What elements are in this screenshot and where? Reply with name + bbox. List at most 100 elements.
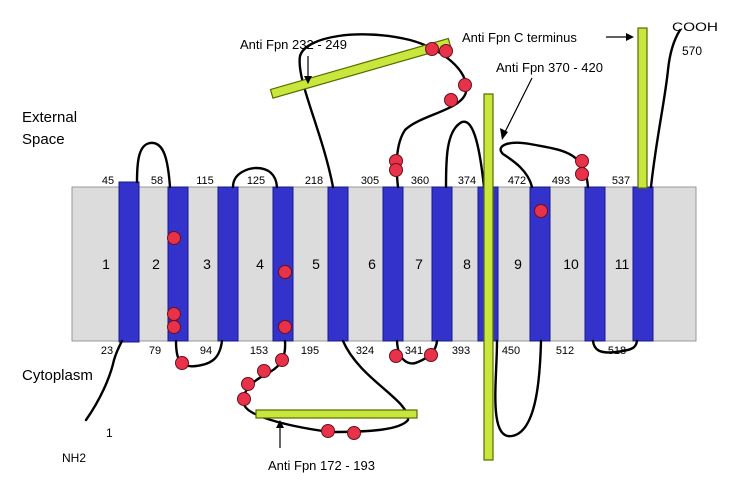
site-marker (275, 353, 289, 367)
site-marker (167, 320, 181, 334)
residue-number: 125 (247, 175, 265, 187)
segment-number: 6 (368, 256, 376, 272)
segment-number: 3 (203, 256, 211, 272)
site-marker (321, 424, 335, 438)
helix-1 (118, 181, 140, 343)
c-terminus-residue-label: 570 (682, 44, 702, 58)
residue-number: 374 (458, 175, 476, 187)
site-marker (575, 154, 589, 168)
loop-10-11-cytoplasmic (591, 339, 639, 354)
site-marker (241, 377, 255, 391)
external-space-label-line2: Space (22, 131, 65, 148)
residue-number: 195 (301, 345, 319, 357)
segment-number: 2 (152, 256, 160, 272)
residue-number: 324 (356, 345, 374, 357)
annotation-arrows (276, 33, 634, 448)
segment-number: 7 (415, 256, 423, 272)
site-marker (347, 426, 361, 440)
helix-7 (431, 186, 453, 342)
site-marker (575, 167, 589, 181)
residue-numbers-cytoplasmic: 23 79 94 153 195 324 341 393 450 512 518 (101, 345, 626, 357)
antibody-label-370-420: Anti Fpn 370 - 420 (496, 60, 603, 75)
arrowhead-370-420 (500, 128, 508, 140)
loop-8-9-cytoplasmic-long (494, 339, 543, 438)
antibody-label-232-249: Anti Fpn 232 - 249 (240, 37, 347, 52)
antibody-label-c-terminus: Anti Fpn C terminus (462, 30, 577, 45)
site-marker (389, 349, 403, 363)
helix-5 (327, 186, 349, 342)
loop-2-3-cytoplasmic (174, 339, 224, 368)
site-marker (175, 356, 189, 370)
site-marker (444, 93, 458, 107)
site-marker (167, 231, 181, 245)
segment-number: 9 (514, 256, 522, 272)
residue-number: 537 (612, 175, 630, 187)
residue-number: 305 (361, 175, 379, 187)
segment-numbers: 1 2 3 4 5 6 7 8 9 10 11 (102, 256, 629, 272)
segment-number: 10 (563, 256, 579, 272)
segment-number: 1 (102, 256, 110, 272)
loop-1-2-external (135, 141, 172, 189)
helix-10 (584, 186, 606, 342)
residue-number: 472 (508, 175, 526, 187)
residue-number: 58 (151, 175, 163, 187)
n-terminus-label: NH2 (62, 451, 86, 465)
site-marker (439, 44, 453, 58)
site-marker (278, 320, 292, 334)
antibody-label-172-193: Anti Fpn 172 - 193 (268, 458, 375, 473)
residue-number: 79 (149, 345, 161, 357)
site-marker (458, 78, 472, 92)
residue-numbers-external: 45 58 115 125 218 305 360 374 472 493 53… (102, 175, 630, 187)
helix-3 (217, 186, 239, 342)
external-space-label-line1: External (22, 109, 77, 126)
residue-number: 153 (250, 345, 268, 357)
antibody-epitopes (255, 27, 648, 461)
antibody-bar-172-193 (255, 409, 418, 419)
site-marker (167, 307, 181, 321)
site-marker (389, 163, 403, 177)
residue-number: 512 (556, 345, 574, 357)
residue-number: 518 (608, 345, 626, 357)
helix-6 (382, 186, 404, 342)
loop-7-8-external (444, 120, 486, 189)
segment-number: 8 (463, 256, 471, 272)
c-terminal-tail (649, 28, 682, 189)
helix-11 (632, 186, 654, 342)
n-terminus-residue-label: 1 (106, 426, 113, 440)
residue-number: 115 (196, 175, 214, 187)
modification-sites (167, 42, 589, 440)
residue-number: 45 (102, 175, 114, 187)
residue-number: 23 (101, 345, 113, 357)
site-marker (424, 348, 438, 362)
arrow-370-420 (504, 77, 533, 133)
antibody-bar-c-terminus (637, 27, 648, 189)
arrowhead-232-249 (304, 76, 312, 84)
n-terminal-tail (84, 339, 124, 422)
loop-3-4-external (231, 166, 279, 189)
residue-number: 360 (411, 175, 429, 187)
arrowhead-172-193 (276, 420, 284, 428)
helix-4 (272, 186, 294, 342)
residue-number: 94 (200, 345, 212, 357)
arrowhead-c-terminus (626, 33, 634, 41)
cytoplasm-label: Cytoplasm (22, 367, 93, 384)
segment-number: 4 (256, 256, 264, 272)
site-marker (237, 392, 251, 406)
site-marker (425, 42, 439, 56)
residue-number: 450 (502, 345, 520, 357)
residue-number: 341 (405, 345, 423, 357)
residue-number: 393 (452, 345, 470, 357)
residue-number: 218 (305, 175, 323, 187)
antibody-bar-370-420 (483, 93, 494, 461)
helix-2 (167, 186, 189, 342)
residue-number: 493 (552, 175, 570, 187)
segment-number: 5 (312, 256, 320, 272)
antibody-bar-232-249 (269, 37, 452, 99)
segment-number: 11 (615, 256, 630, 272)
loop-9-10-external (499, 141, 590, 189)
site-marker (534, 204, 548, 218)
c-terminus-label: COOH (672, 20, 718, 34)
site-marker (278, 265, 292, 279)
site-marker (257, 364, 271, 378)
